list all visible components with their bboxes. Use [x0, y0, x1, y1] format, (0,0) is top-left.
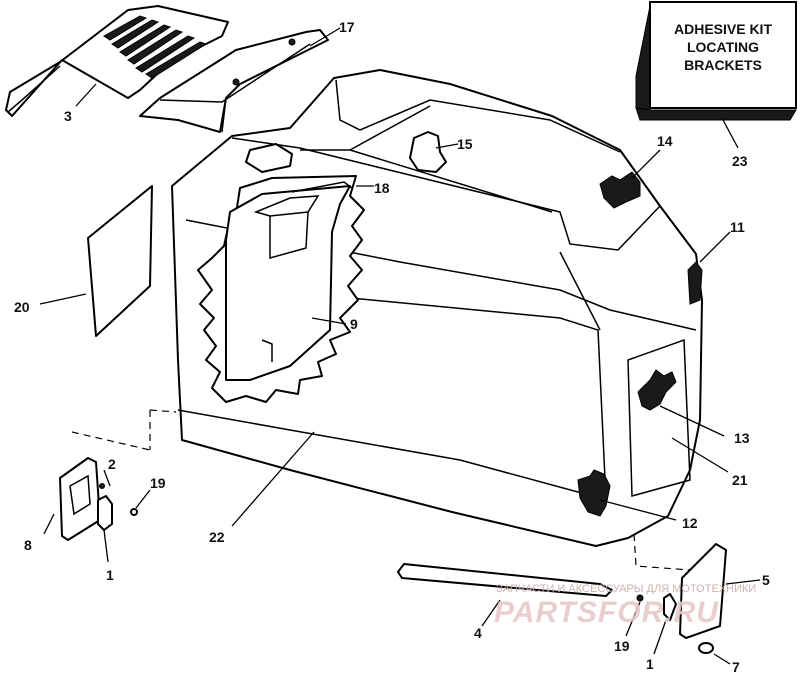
callout-4: 4 [474, 625, 482, 641]
watermark: ЗАПЧАСТИ И АКСЕССУАРЫ ДЛЯ МОТОТЕХНИКИ PA… [494, 583, 756, 629]
callout-12: 12 [682, 515, 698, 531]
cutaway-section [197, 143, 365, 403]
callout-20: 20 [14, 299, 30, 315]
callout-3: 3 [64, 108, 72, 124]
callout-labels: 3 17 23 15 14 18 11 20 9 13 21 2 19 8 22… [14, 19, 770, 675]
callout-8: 8 [24, 537, 32, 553]
box-label-line-1: ADHESIVE KIT [674, 21, 772, 37]
callout-15: 15 [457, 136, 473, 152]
bracket-11 [687, 261, 703, 305]
grille-cover-part [5, 5, 229, 117]
watermark-logo: PARTSFOR.RU [494, 596, 719, 629]
callout-13: 13 [734, 430, 750, 446]
decal-part [87, 185, 153, 337]
trim-strip-part [397, 563, 613, 597]
latch-right-assembly [636, 543, 727, 654]
callout-9: 9 [350, 316, 358, 332]
callout-18: 18 [374, 180, 390, 196]
callout-21: 21 [732, 472, 748, 488]
watermark-caption: ЗАПЧАСТИ И АКСЕССУАРЫ ДЛЯ МОТОТЕХНИКИ [496, 583, 756, 595]
bracket-13 [637, 369, 677, 411]
latch-left-assembly [59, 457, 138, 541]
callout-19-left: 19 [150, 475, 166, 491]
callout-19-right: 19 [614, 638, 630, 654]
locating-brackets [409, 131, 703, 517]
callout-22: 22 [209, 529, 225, 545]
leader-lines [39, 27, 761, 665]
box-label-line-2: LOCATING [687, 39, 759, 55]
callout-11: 11 [730, 219, 745, 235]
callout-1-right: 1 [646, 656, 654, 672]
bracket-12 [577, 469, 611, 517]
grille-slots [103, 15, 208, 79]
callout-17: 17 [339, 19, 355, 35]
callout-14: 14 [657, 133, 673, 149]
bracket-15 [409, 131, 447, 173]
guide-lines [71, 409, 691, 571]
callout-23: 23 [732, 153, 748, 169]
callout-7: 7 [732, 659, 740, 675]
intake-strip-part [139, 29, 329, 133]
callout-1-left: 1 [106, 567, 114, 583]
bracket-14 [599, 171, 641, 209]
callout-2: 2 [108, 456, 116, 472]
callout-5: 5 [762, 572, 770, 588]
box-label-line-3: BRACKETS [684, 57, 762, 73]
adhesive-kit-box: ADHESIVE KIT LOCATING BRACKETS [635, 1, 797, 121]
